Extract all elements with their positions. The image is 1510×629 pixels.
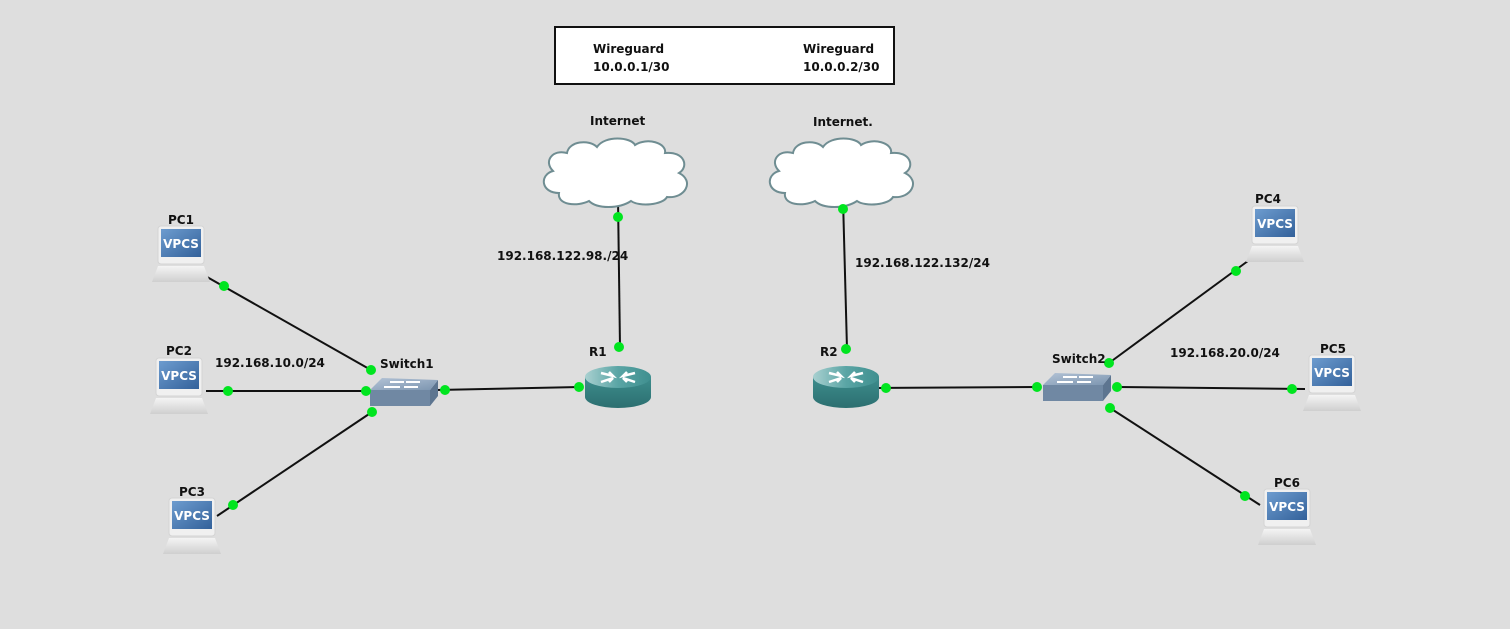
port-status-sw1-pc1-sw1: [366, 365, 376, 375]
sw1-switch-icon[interactable]: [370, 378, 438, 406]
pc1-screen-text: VPCS: [163, 237, 199, 251]
link-sw2-pc4[interactable]: [1108, 257, 1253, 364]
pc4-screen-text: VPCS: [1257, 217, 1293, 231]
pc3-label: PC3: [179, 485, 205, 499]
port-status-sw2-pc4-sw2: [1104, 358, 1114, 368]
port-status-r1-sw1-r1: [440, 385, 450, 395]
link-sw2-pc5[interactable]: [1116, 386, 1306, 390]
port-status-sw1-pc2-sw1: [361, 386, 371, 396]
wireguard-left: Wireguard 10.0.0.1/30: [593, 40, 670, 76]
link-sw1-pc1[interactable]: [199, 272, 372, 371]
pc2-screen-text: VPCS: [161, 369, 197, 383]
pc5-label: PC5: [1320, 342, 1346, 356]
port-status-sw1-pc3-pc3: [228, 500, 238, 510]
port-status-sw2-pc4-pc4: [1231, 266, 1241, 276]
pc1-vpcs-icon[interactable]: VPCS: [152, 225, 210, 282]
link-sw2-pc6[interactable]: [1109, 407, 1261, 506]
port-status-sw2-pc6-pc6: [1240, 491, 1250, 501]
r2-label: R2: [820, 345, 838, 359]
wireguard-right-address: 10.0.0.2/30: [803, 60, 880, 74]
pc5-vpcs-icon[interactable]: VPCS: [1303, 354, 1361, 411]
pc3-screen-text: VPCS: [174, 509, 210, 523]
pc6-screen-text: VPCS: [1269, 500, 1305, 514]
r2-wan-annotation[interactable]: 192.168.122.132/24: [855, 256, 990, 270]
switch1-label: Switch1: [380, 357, 434, 371]
link-sw1-pc3[interactable]: [216, 411, 373, 517]
port-status-cloud1-r1-cloud1: [613, 212, 623, 222]
sw2-switch-icon[interactable]: [1043, 373, 1111, 401]
wireguard-right-title: Wireguard: [803, 42, 875, 56]
port-status-r2-sw2-sw2: [1032, 382, 1042, 392]
cloud1-cloud-icon[interactable]: [543, 137, 688, 208]
pc6-vpcs-icon[interactable]: VPCS: [1258, 488, 1316, 545]
port-status-sw1-pc1-pc1: [219, 281, 229, 291]
r1-router-icon[interactable]: [585, 366, 651, 408]
port-status-cloud2-r2-cloud2: [838, 204, 848, 214]
lan2-annotation[interactable]: 192.168.20.0/24: [1170, 346, 1280, 360]
port-status-sw2-pc5-pc5: [1287, 384, 1297, 394]
r1-wan-annotation[interactable]: 192.168.122.98./24: [497, 249, 629, 263]
link-r2-sw2[interactable]: [878, 386, 1039, 389]
wireguard-left-title: Wireguard: [593, 42, 665, 56]
r1-label: R1: [589, 345, 607, 359]
port-status-r2-sw2-r2: [881, 383, 891, 393]
link-cloud2-r2[interactable]: [842, 198, 848, 350]
pc3-vpcs-icon[interactable]: VPCS: [163, 497, 221, 554]
port-status-cloud2-r2-r2: [841, 344, 851, 354]
pc5-screen-text: VPCS: [1314, 366, 1350, 380]
pc6-label: PC6: [1274, 476, 1300, 490]
port-status-sw1-pc3-sw1: [367, 407, 377, 417]
pc2-vpcs-icon[interactable]: VPCS: [150, 357, 208, 414]
cloud2-cloud-icon[interactable]: [769, 137, 914, 208]
lan1-annotation[interactable]: 192.168.10.0/24: [215, 356, 325, 370]
r2-router-icon[interactable]: [813, 366, 879, 408]
pc1-label: PC1: [168, 213, 194, 227]
port-status-sw1-pc2-pc2: [223, 386, 233, 396]
pc4-label: PC4: [1255, 192, 1281, 206]
port-status-sw2-pc6-sw2: [1105, 403, 1115, 413]
wireguard-right: Wireguard 10.0.0.2/30: [803, 40, 880, 76]
link-cloud1-r1[interactable]: [617, 198, 621, 348]
pc2-label: PC2: [166, 344, 192, 358]
link-r1-sw1[interactable]: [436, 386, 581, 391]
port-status-r1-sw1-sw1: [574, 382, 584, 392]
pc4-vpcs-icon[interactable]: VPCS: [1246, 205, 1304, 262]
port-status-sw2-pc5-sw2: [1112, 382, 1122, 392]
wireguard-left-address: 10.0.0.1/30: [593, 60, 670, 74]
port-status-cloud1-r1-r1: [614, 342, 624, 352]
wireguard-note[interactable]: Wireguard 10.0.0.1/30 Wireguard 10.0.0.2…: [554, 26, 895, 85]
cloud2-label: Internet.: [813, 115, 873, 129]
cloud1-label: Internet: [590, 114, 646, 128]
switch2-label: Switch2: [1052, 352, 1106, 366]
